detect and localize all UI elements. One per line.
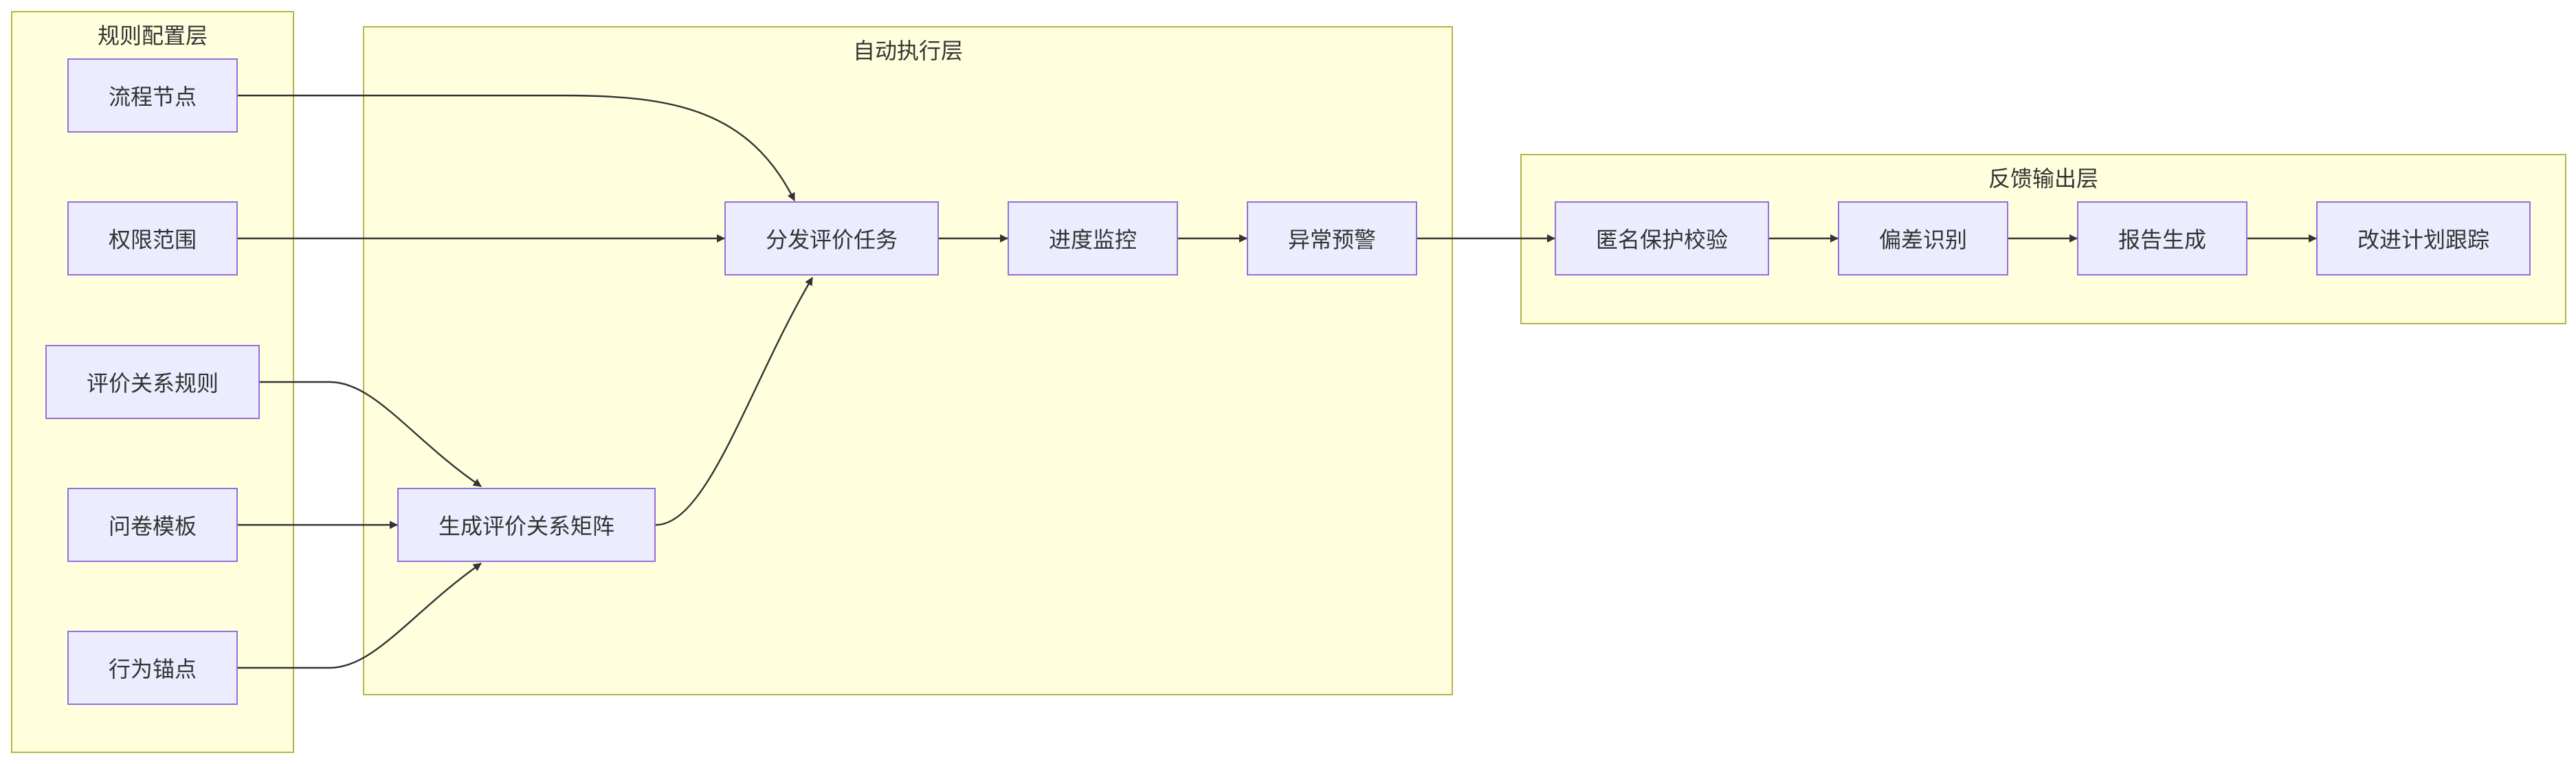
- edge-anchor-to-matrix: [238, 563, 482, 669]
- node-template[interactable]: 问卷模板: [67, 488, 238, 562]
- node-monitor[interactable]: 进度监控: [1008, 201, 1178, 276]
- cluster-exec-title: 自动执行层: [852, 38, 963, 64]
- node-anon[interactable]: 匿名保护校验: [1555, 201, 1769, 276]
- edge-flow-to-dispatch: [238, 94, 796, 201]
- node-perm[interactable]: 权限范围: [67, 201, 238, 276]
- node-alert[interactable]: 异常预警: [1247, 201, 1417, 276]
- node-bias[interactable]: 偏差识别: [1838, 201, 2008, 276]
- node-report[interactable]: 报告生成: [2077, 201, 2247, 276]
- node-flow[interactable]: 流程节点: [67, 58, 238, 133]
- node-dispatch[interactable]: 分发评价任务: [724, 201, 939, 276]
- edge-matrix-to-dispatch: [655, 277, 814, 526]
- cluster-output-title: 反馈输出层: [1988, 166, 2098, 192]
- cluster-config-title: 规则配置层: [97, 23, 208, 49]
- node-rule[interactable]: 评价关系规则: [45, 345, 260, 419]
- edge-rule-to-matrix: [260, 381, 482, 487]
- node-track[interactable]: 改进计划跟踪: [2316, 201, 2531, 276]
- cluster-exec-layer: 自动执行层: [363, 26, 1453, 695]
- node-matrix[interactable]: 生成评价关系矩阵: [397, 488, 656, 562]
- node-anchor[interactable]: 行为锚点: [67, 631, 238, 705]
